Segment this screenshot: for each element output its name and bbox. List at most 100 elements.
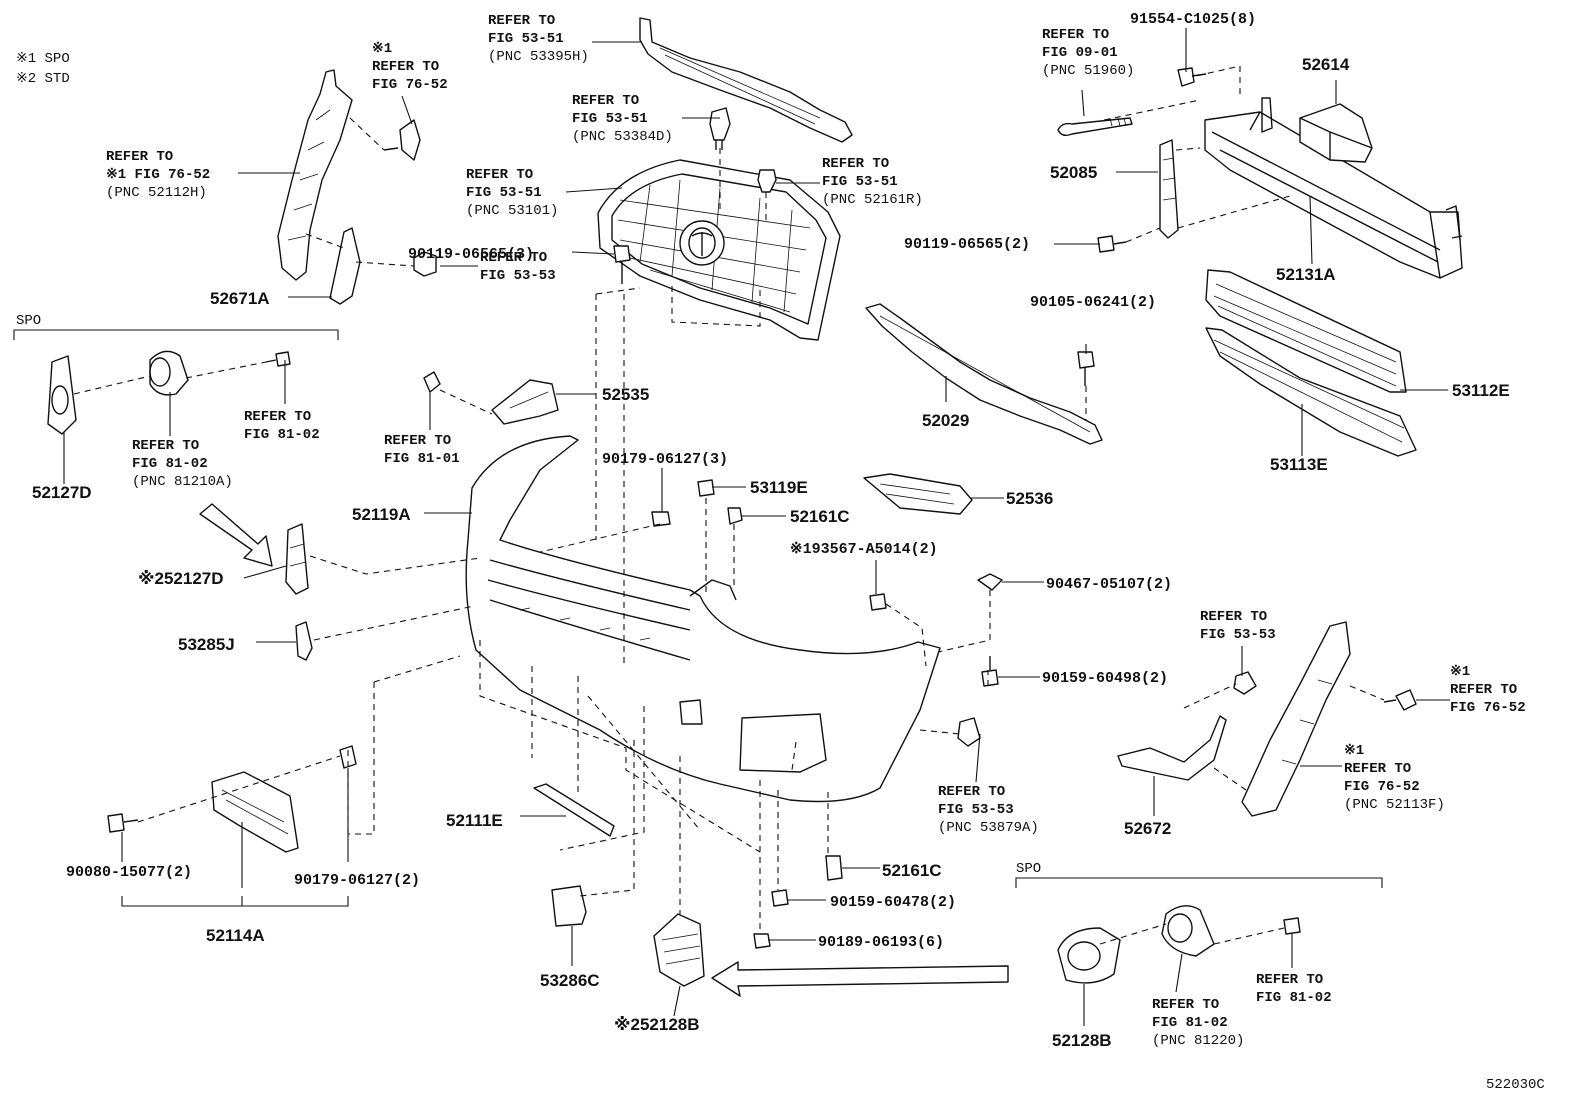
spo-group-right-label: SPO (1016, 861, 1041, 877)
callout-l25: 90179-06127(3) (602, 451, 728, 468)
lower-grille-upper-part (1205, 269, 1407, 393)
fog-lamp-right-part (1161, 905, 1215, 957)
callout-line: (PNC 52113F) (1344, 797, 1445, 813)
fender-clip-right-part (1383, 689, 1417, 711)
callout-line: (PNC 53101) (466, 203, 558, 219)
leader-lines (63, 28, 1450, 1026)
bolt-81-01-part (423, 371, 441, 393)
callout-line: 52161C (882, 861, 942, 880)
callout-l05: REFER TO FIG 53-51 (PNC 53101) (466, 167, 558, 219)
callout-line: 52114A (206, 926, 265, 945)
license-bracket-part (211, 771, 299, 853)
callout-line: 53112E (1452, 381, 1510, 400)
callout-l20: 53113E (1270, 455, 1328, 474)
bolt-90080-part (107, 813, 139, 833)
callout-line: 91554-C1025(8) (1130, 11, 1256, 28)
callout-line: 52535 (602, 385, 649, 404)
callout-line: REFER TO (1450, 682, 1517, 698)
callout-line: 90179-06127(3) (602, 451, 728, 468)
callout-line: 52161C (790, 507, 850, 526)
callout-line: FIG 53-51 (572, 111, 648, 127)
callout-line: FIG 81-02 (1256, 990, 1332, 1006)
callout-l12: 52131A (1276, 265, 1336, 284)
strip-52111e-part (533, 783, 615, 837)
callout-line: 90189-06193(6) (818, 934, 944, 951)
callout-l40: 52672 (1124, 819, 1171, 838)
callout-l16: 90105-06241(2) (1030, 294, 1156, 311)
callout-l51: ※252128B (614, 1015, 700, 1034)
callout-line: 52127D (32, 483, 92, 502)
clip-53879a-part (957, 717, 981, 747)
callout-l18: 52029 (922, 411, 969, 430)
callout-line: (PNC 81220) (1152, 1033, 1244, 1049)
screw-81-02-left-part (265, 351, 291, 367)
legend: ※1 SPO ※2 STD (16, 51, 70, 87)
callout-line: FIG 81-02 (244, 427, 320, 443)
figure-code: 522030C (1486, 1077, 1545, 1093)
callout-l08: 91554-C1025(8) (1130, 11, 1256, 28)
callout-line: 90179-06127(2) (294, 872, 420, 889)
callout-line: ※1 FIG 76-52 (106, 167, 210, 183)
fog-cover-std-left-part (285, 523, 309, 595)
screw-90159-60498-part (981, 656, 999, 687)
fog-cover-spo-left-part (47, 355, 77, 435)
callout-l32: ※252127D (138, 569, 224, 588)
callout-line: REFER TO (466, 167, 533, 183)
callout-line: ※193567-A5014(2) (790, 541, 938, 558)
bracket-52672-part (1117, 715, 1227, 781)
callout-line: (PNC 52112H) (106, 185, 207, 201)
callout-l33: 53285J (178, 635, 235, 654)
callout-l29: 52536 (1006, 489, 1053, 508)
callout-l10: 52085 (1050, 163, 1097, 182)
callout-line: (PNC 52161R) (822, 192, 923, 208)
callout-l50: 52128B (1052, 1031, 1112, 1050)
upper-reinforcement-part (639, 17, 853, 143)
lower-grille-lower-part (1205, 327, 1417, 457)
callout-line: (PNC 53879A) (938, 820, 1039, 836)
callout-line: FIG 53-53 (938, 802, 1014, 818)
callout-line: 90159-60478(2) (830, 894, 956, 911)
callout-line: REFER TO (384, 433, 451, 449)
callout-line: FIG 53-51 (466, 185, 542, 201)
callout-line: 52128B (1052, 1031, 1112, 1050)
callout-line: (PNC 81210A) (132, 474, 233, 490)
callout-line: FIG 09-01 (1042, 45, 1118, 61)
callout-l30: ※193567-A5014(2) (790, 541, 938, 558)
screw-81-02-right-part (1283, 917, 1301, 935)
absorber-part (1299, 103, 1373, 163)
callout-l43: 90179-06127(2) (294, 872, 420, 889)
callout-line: 52111E (446, 811, 503, 830)
screw-90159-60478-part (771, 889, 789, 907)
callout-line: REFER TO (1042, 27, 1109, 43)
bolt-90119-right-part (1097, 235, 1127, 253)
callout-l34: 90159-60498(2) (1042, 670, 1168, 687)
callout-line: 52119A (352, 505, 411, 524)
callout-l31: 90467-05107(2) (1046, 576, 1172, 593)
bracket-52536-part (863, 473, 973, 515)
bumper-cover-part (465, 435, 941, 803)
callout-line: FIG 53-53 (480, 268, 556, 284)
callout-line: 90159-60498(2) (1042, 670, 1168, 687)
bumper-clip-part (757, 169, 777, 193)
callout-l44: 90159-60478(2) (830, 894, 956, 911)
grille-clip-part (709, 107, 731, 150)
callout-l26: 53119E (750, 478, 808, 497)
callout-line: FIG 53-53 (1200, 627, 1276, 643)
callout-l28: 52119A (352, 505, 411, 524)
callout-line: (PNC 53384D) (572, 129, 673, 145)
clip-90189-part (753, 933, 771, 949)
clip-52161c-lower-part (825, 855, 843, 881)
clip-53-53-left-part (413, 251, 437, 277)
fastener-53119e-part (697, 479, 715, 497)
